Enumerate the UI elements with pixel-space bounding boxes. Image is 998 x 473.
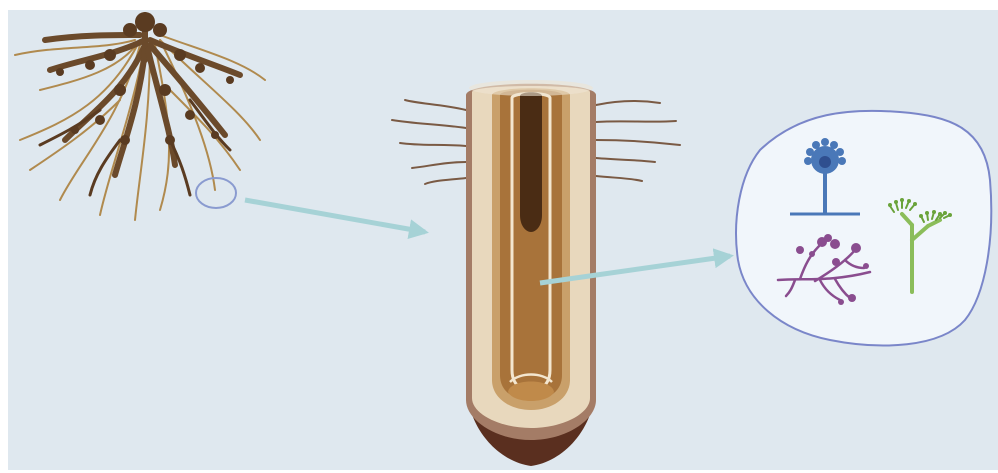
xylem-core [520, 92, 542, 232]
inset-bubble [736, 111, 991, 346]
endophytic-fungi-inset [736, 111, 991, 346]
